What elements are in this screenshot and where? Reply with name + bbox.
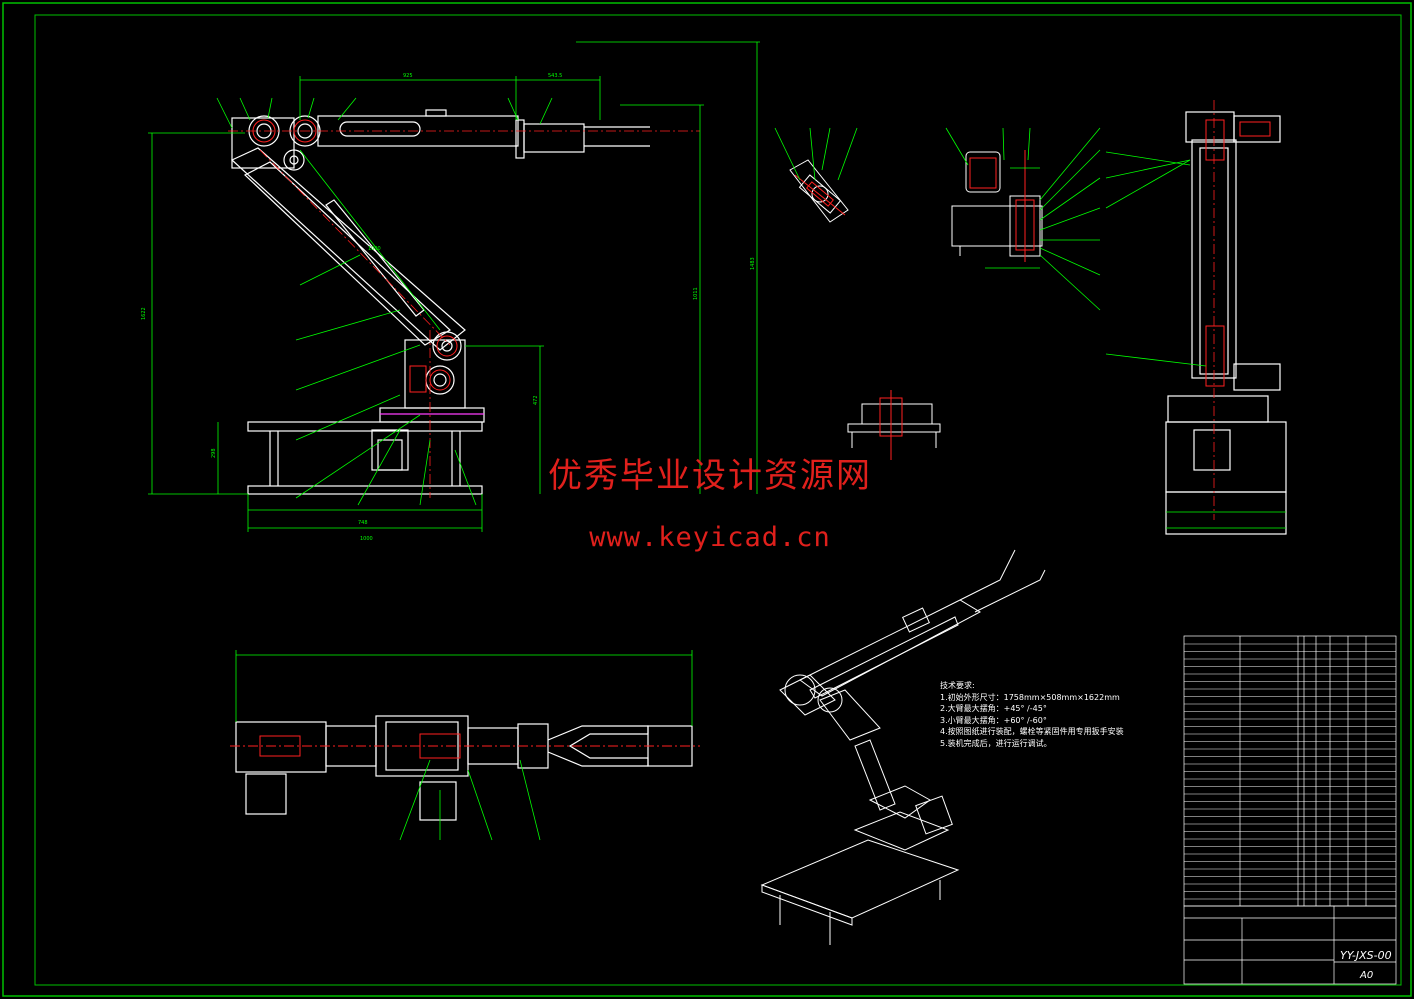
- svg-text:472: 472: [533, 395, 539, 405]
- svg-text:1622: 1622: [141, 307, 147, 320]
- front-view-dimensions: [148, 41, 760, 532]
- tech-note-item: 5.装机完成后，进行运行调试。: [940, 738, 1052, 748]
- tech-note-item: 2.大臂最大摆角：+45° /-45°: [940, 704, 1047, 713]
- svg-text:298: 298: [211, 448, 217, 458]
- front-view-red-parts: [252, 119, 458, 393]
- tech-note-item: 3.小臂最大摆角：+60° /-60°: [940, 715, 1047, 725]
- svg-text:1483: 1483: [750, 257, 756, 270]
- front-view-dim-texts: 925 543.5 1622 1011 1483 472 298 748 100…: [141, 73, 756, 542]
- inner-border: [34, 14, 1402, 986]
- drawing-number: YY-JXS-00: [1340, 949, 1392, 962]
- tech-note-item: 1.初始外形尺寸：1758mm×508mm×1622mm: [940, 692, 1120, 702]
- technical-notes: 技术要求: 1.初始外形尺寸：1758mm×508mm×1622mm 2.大臂最…: [940, 680, 1124, 749]
- top-view: [235, 715, 693, 821]
- section-bb-red: [969, 150, 1035, 262]
- tech-notes-heading: 技术要求:: [940, 681, 975, 690]
- section-aa: [789, 159, 849, 223]
- bom-table: [1183, 635, 1397, 907]
- tech-note-item: 4.按照图纸进行装配，螺栓等紧固件用专用扳手安装: [940, 727, 1124, 736]
- front-view: [230, 109, 650, 495]
- section-cc: [847, 403, 941, 448]
- title-block: [1183, 905, 1397, 985]
- watermark-url[interactable]: www.keyicad.cn: [589, 522, 831, 553]
- svg-text:1000: 1000: [360, 536, 373, 542]
- svg-text:925: 925: [403, 73, 413, 79]
- bom-rows: [1184, 643, 1396, 900]
- front-view-centerlines: [228, 130, 700, 498]
- svg-text:543.5: 543.5: [548, 73, 562, 79]
- sheet-size: A0: [1360, 970, 1374, 981]
- svg-text:1000: 1000: [368, 246, 381, 252]
- section-aa-red: [794, 174, 846, 216]
- side-view: [1165, 111, 1287, 535]
- watermark-title: 优秀毕业设计资源网: [548, 456, 872, 496]
- iso-view: [760, 549, 1046, 945]
- svg-text:1011: 1011: [693, 287, 699, 300]
- svg-text:748: 748: [358, 520, 368, 526]
